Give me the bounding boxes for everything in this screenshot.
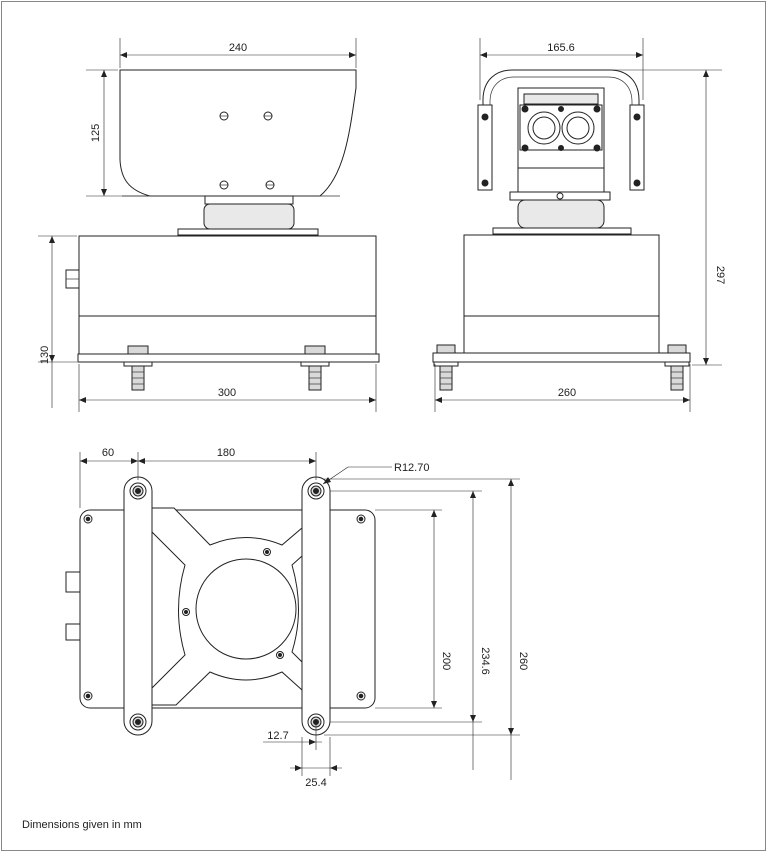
side-pan-body [517,199,605,229]
front-pan-plate [177,228,319,236]
dim-bottom-radius: R12.70 [394,462,429,474]
bottom-view: 60 180 R12.70 200 234.6 260 12.7 [65,447,529,789]
side-base-box [463,234,660,354]
front-pan-top [204,195,294,205]
side-arm-right [629,104,645,191]
side-pan-plate [492,227,632,235]
bottom-slot-right [301,476,331,736]
side-arm-left [477,104,493,191]
dim-side-width: 165.6 [547,42,575,54]
dim-side-base-width: 260 [558,387,576,399]
side-bolt-right [664,344,690,391]
front-head-screws [219,111,275,190]
dim-bottom-slot-width: 25.4 [305,777,326,789]
units-note: Dimensions given in mm [22,819,142,831]
front-bolt-left [123,345,153,391]
side-view: 165.6 297 260 [432,38,726,412]
bottom-slot-bolts [129,482,325,731]
bottom-connector-1 [65,571,81,593]
dim-side-total-height: 297 [714,266,726,284]
dim-bottom-slot-length: 234.6 [479,647,491,675]
bottom-slot-left [123,476,153,736]
front-pan-body [203,203,295,230]
front-view: 240 125 130 300 [38,38,380,412]
front-base-box [78,235,377,355]
dim-front-base-height: 130 [39,346,51,364]
dim-front-base-width: 300 [218,387,236,399]
bottom-corner-screws [83,514,366,701]
front-bottom-plate [77,353,380,363]
dim-bottom-half-width: 12.7 [267,730,288,742]
dim-front-width: 240 [229,42,247,54]
side-bottom-plate [432,352,691,363]
side-bolt-left [433,344,459,391]
dim-bottom-hole-spacing: 200 [440,652,452,670]
bottom-center-opening [195,558,297,660]
dim-front-head-height: 125 [90,124,102,142]
front-bolt-right [300,345,330,391]
dim-bottom-offset: 60 [102,447,114,459]
front-head-housing [119,69,357,197]
bottom-connector-2 [65,623,81,641]
side-camera-vent [523,93,599,105]
dim-bottom-spacing: 180 [217,447,235,459]
dim-bottom-overall: 260 [517,652,529,670]
